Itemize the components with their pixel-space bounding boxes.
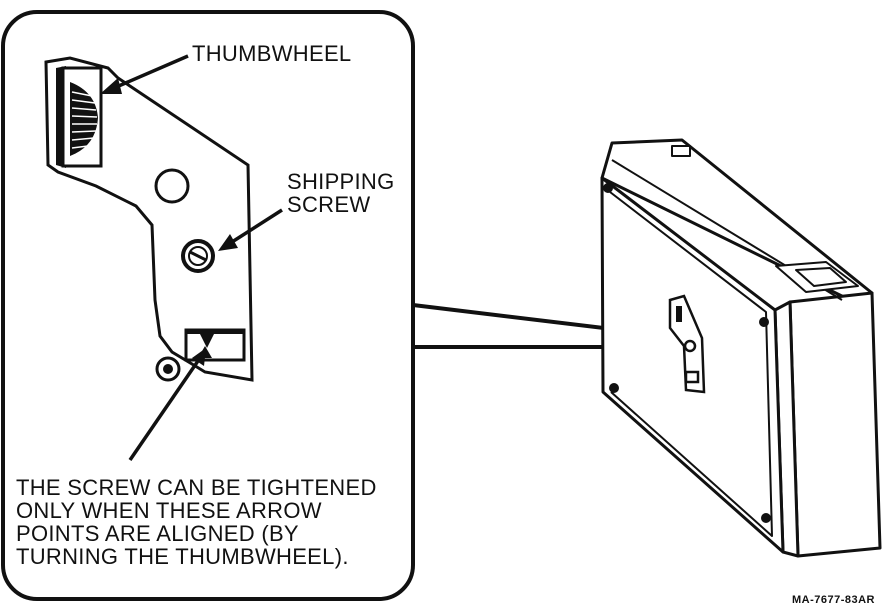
thumbwheel [70, 82, 98, 156]
figure-reference-code: MA-7677-83AR [791, 594, 875, 606]
mounting-hole [154, 168, 190, 204]
shipping-screw-label: SHIPPING SCREW [287, 169, 395, 217]
pointer-arrows [100, 54, 283, 461]
alignment-note-label: THE SCREW CAN BE TIGHTENED ONLY WHEN THE… [16, 475, 377, 569]
bracket-plate [44, 56, 254, 382]
alignment-window [184, 328, 246, 362]
shipping-screw-icon [181, 239, 215, 273]
thumbwheel-label: THUMBWHEEL [192, 41, 352, 66]
disk-drive-unit [600, 138, 882, 558]
drive-bracket [668, 294, 706, 394]
